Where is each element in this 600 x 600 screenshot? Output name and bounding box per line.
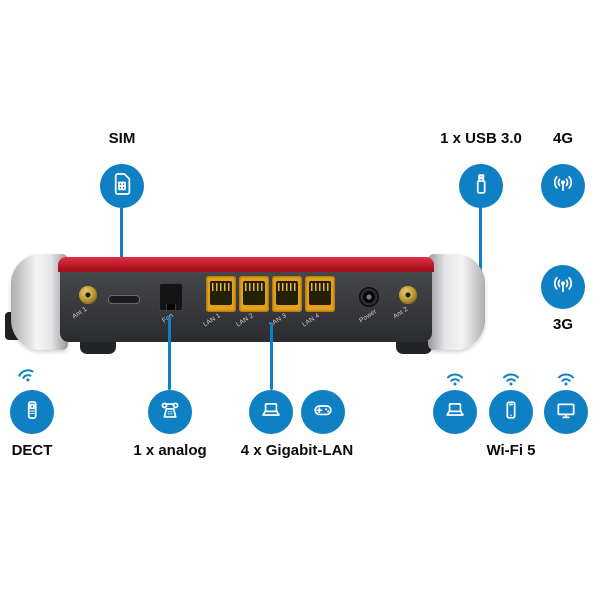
lan-port-1-label: LAN 1 xyxy=(202,312,222,329)
usb-callout-line xyxy=(479,207,482,292)
cellular-signal-icon xyxy=(550,171,576,202)
analog-callout-line xyxy=(168,316,171,390)
wifi-waves-icon xyxy=(498,371,524,391)
fon-port xyxy=(159,283,183,311)
lan-callout-line xyxy=(270,322,273,390)
router-right-cap xyxy=(428,254,485,350)
gigabit-lan-label: 4 x Gigabit-LAN xyxy=(240,442,354,459)
router-foot-right xyxy=(396,341,432,354)
lan-gamepad-badge xyxy=(301,390,345,434)
usb-callout-badge xyxy=(459,164,503,208)
3g-label: 3G xyxy=(552,316,573,333)
router-foot-left xyxy=(80,341,116,354)
antenna-port-2 xyxy=(399,286,417,304)
lan-port-3 xyxy=(272,276,302,312)
tv-icon xyxy=(553,397,579,428)
dect-callout-badge xyxy=(10,390,54,434)
lan-port-2-label: LAN 2 xyxy=(235,312,255,329)
wifi-tv-badge xyxy=(544,390,588,434)
router-red-stripe xyxy=(58,257,434,272)
sim-label: SIM xyxy=(108,130,136,147)
lan-port-4-label: LAN 4 xyxy=(301,312,321,329)
antenna-port-1 xyxy=(79,286,97,304)
laptop-icon xyxy=(442,397,468,428)
sim-card-icon xyxy=(109,171,135,202)
wifi-waves-icon xyxy=(553,371,579,391)
dect-label: DECT xyxy=(11,442,53,459)
lan-port-4-pins xyxy=(311,283,329,291)
wifi-waves-icon xyxy=(12,363,43,390)
antenna-port-1-label: Ant 1 xyxy=(71,305,89,321)
4g-label: 4G xyxy=(552,130,573,147)
laptop-icon xyxy=(258,397,284,428)
power-port-label: Power xyxy=(358,307,379,325)
wifi5-label: Wi-Fi 5 xyxy=(486,442,536,459)
lan-port-2-pins xyxy=(245,283,263,291)
power-port xyxy=(359,287,379,307)
sim-callout-badge xyxy=(100,164,144,208)
sim-slot xyxy=(108,295,140,304)
analog-callout-badge xyxy=(148,390,192,434)
sim-callout-line xyxy=(120,207,123,287)
wifi-smartphone-badge xyxy=(489,390,533,434)
lan-port-2 xyxy=(239,276,269,312)
smartphone-icon xyxy=(498,397,524,428)
usb-label: 1 x USB 3.0 xyxy=(440,130,522,147)
lan-port-1-pins xyxy=(212,283,230,291)
lan-laptop-badge xyxy=(249,390,293,434)
telephone-icon xyxy=(157,397,183,428)
cellular-signal-icon xyxy=(550,272,576,303)
analog-label: 1 x analog xyxy=(133,442,207,459)
gamepad-icon xyxy=(310,397,336,428)
lan-port-3-pins xyxy=(278,283,296,291)
antenna-port-2-label: Ant 2 xyxy=(392,305,410,321)
4g-callout-badge xyxy=(541,164,585,208)
wifi-laptop-badge xyxy=(433,390,477,434)
lan-port-4 xyxy=(305,276,335,312)
3g-callout-badge xyxy=(541,265,585,309)
router-port-panel: Ant 1 Fon LAN 1 LAN 2 LAN 3 LAN 4 Power … xyxy=(60,272,432,342)
usb-stick-icon xyxy=(468,171,494,202)
wifi-waves-icon xyxy=(442,371,468,391)
cordless-phone-icon xyxy=(19,397,45,428)
lan-port-1 xyxy=(206,276,236,312)
